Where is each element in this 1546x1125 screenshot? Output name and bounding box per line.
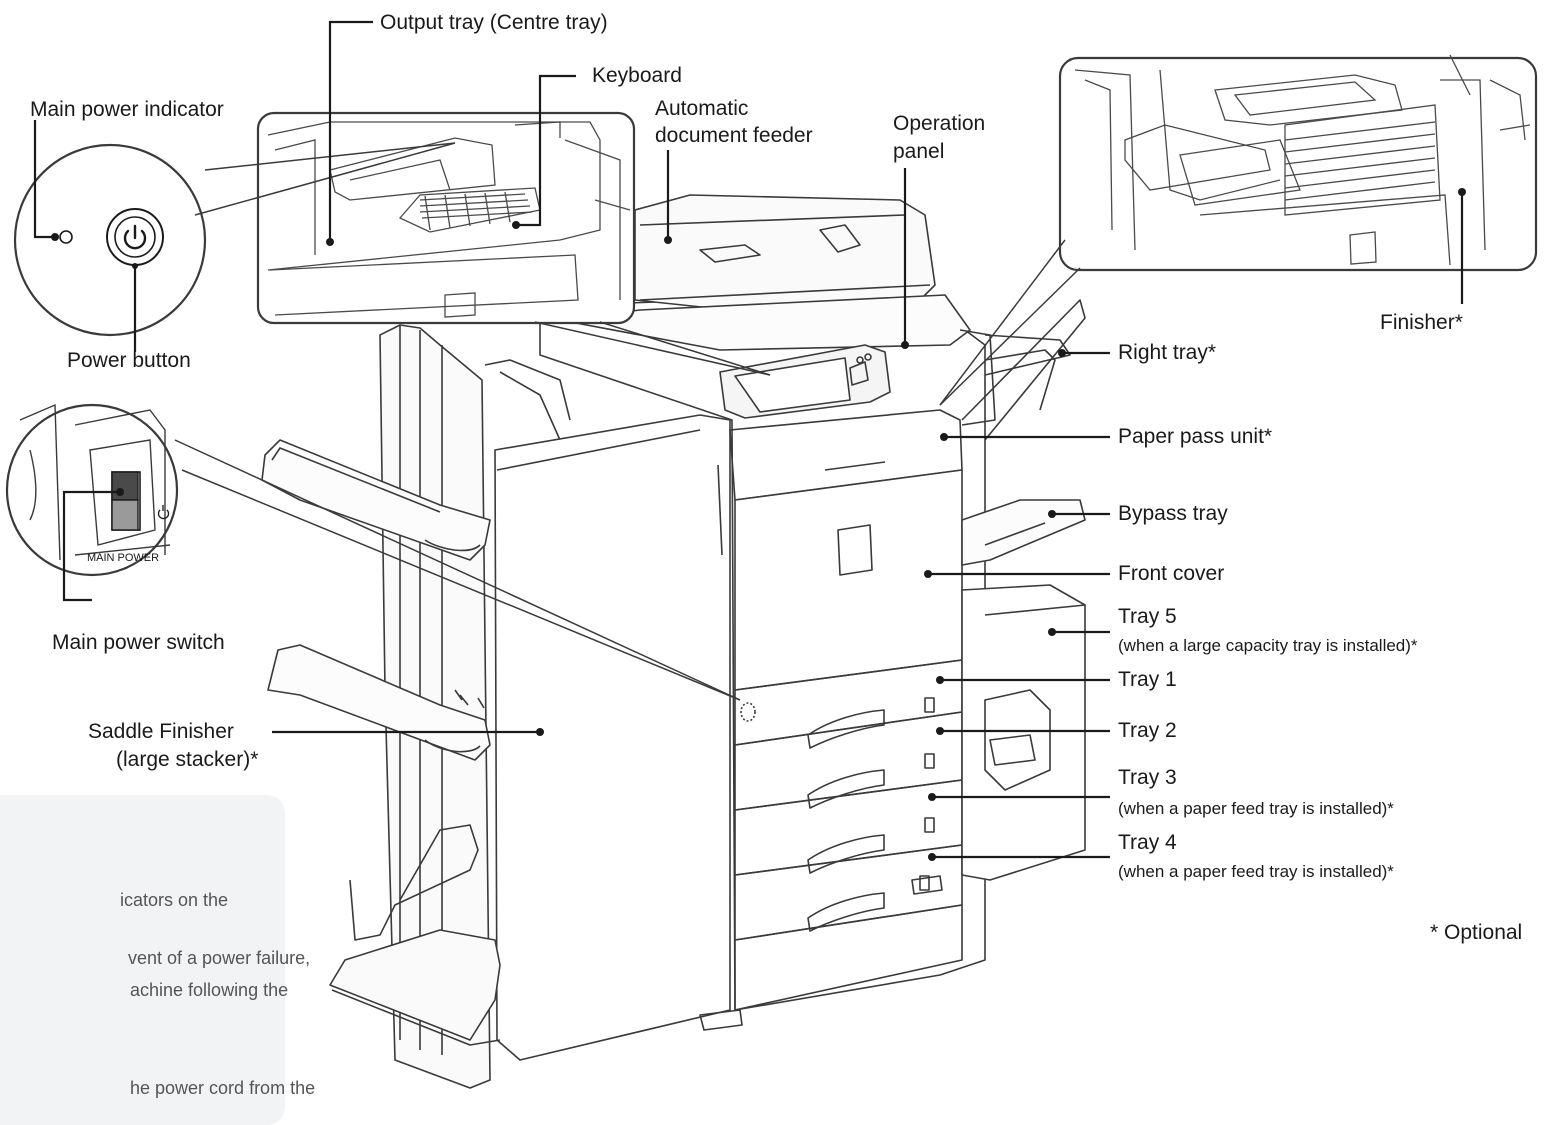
main-power-switch-inset: MAIN POWER — [5, 403, 179, 577]
optional-footnote: * Optional — [1430, 921, 1523, 944]
paper-pass-unit-label: Paper pass unit* — [1118, 425, 1273, 448]
power-inset — [13, 143, 207, 337]
machine-diagram: MAIN POWER — [5, 20, 1538, 1089]
main-body-illustration — [539, 194, 986, 1031]
tray1-label: Tray 1 — [1118, 668, 1177, 691]
adf-label-line2: document feeder — [655, 124, 813, 147]
tray2-label: Tray 2 — [1118, 719, 1177, 742]
finisher-inset — [1058, 54, 1538, 272]
operation-panel-label-line1: Operation — [893, 112, 986, 135]
output-tray-label: Output tray (Centre tray) — [380, 11, 608, 34]
leader-lines — [33, 20, 1464, 859]
leader-dots — [51, 188, 1466, 861]
adf-label-line1: Automatic — [655, 97, 749, 120]
power-icon — [123, 224, 147, 250]
power-symbol-icon — [157, 505, 170, 520]
front-cover-label: Front cover — [1118, 562, 1225, 585]
power-button-label: Power button — [67, 349, 191, 372]
main-power-indicator-lamp — [59, 230, 73, 244]
main-power-switch-label: Main power switch — [52, 631, 225, 654]
saddle-finisher-illustration — [261, 324, 731, 1089]
keyboard-label: Keyboard — [592, 64, 682, 87]
tray4-note: (when a paper feed tray is installed)* — [1118, 862, 1394, 881]
note-line-1: icators on the — [120, 890, 229, 910]
right-tray-label: Right tray* — [1118, 341, 1217, 364]
tray4-label: Tray 4 — [1118, 831, 1177, 854]
diagram-stage: icators on the vent of a power failure, … — [0, 11, 1538, 1125]
tray3-note: (when a paper feed tray is installed)* — [1118, 799, 1394, 818]
main-power-indicator-label: Main power indicator — [30, 98, 224, 121]
bypass-tray-label: Bypass tray — [1118, 502, 1228, 525]
finisher-label: Finisher* — [1380, 311, 1463, 334]
note-line-2: vent of a power failure, — [128, 948, 311, 968]
saddle-finisher-label-line1: Saddle Finisher — [88, 720, 234, 743]
note-box: icators on the vent of a power failure, … — [0, 795, 315, 1125]
operation-panel-label-line2: panel — [893, 140, 945, 163]
tray3-label: Tray 3 — [1118, 766, 1177, 789]
main-power-plate-label: MAIN POWER — [87, 552, 159, 564]
tray5-label: Tray 5 — [1118, 605, 1177, 628]
note-line-3: achine following the — [130, 980, 289, 1000]
saddle-finisher-label-line2: (large stacker)* — [116, 748, 259, 771]
tray5-note: (when a large capacity tray is installed… — [1118, 636, 1418, 655]
